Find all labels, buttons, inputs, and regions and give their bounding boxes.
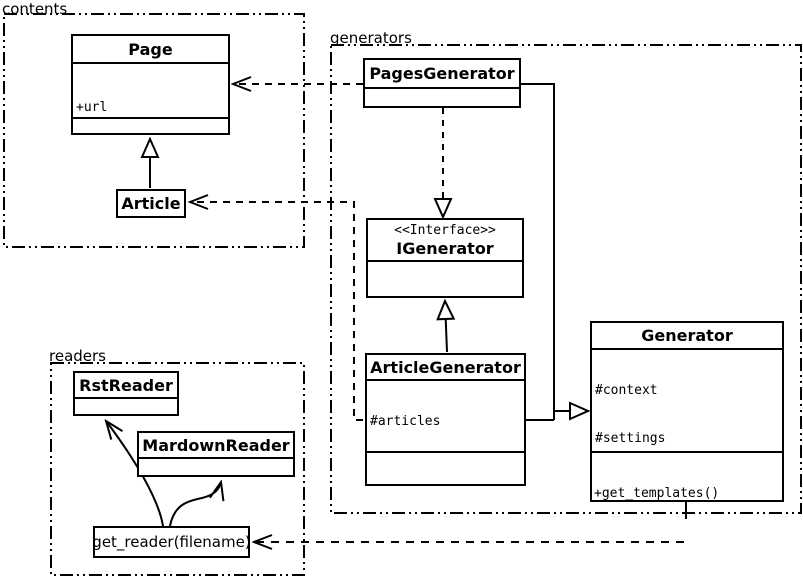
- generator-methods: +get_templates() +get_files(path,exclude…: [592, 453, 782, 500]
- class-title-rstreader: RstReader: [79, 375, 173, 395]
- class-title-articlegenerator: ArticleGenerator: [370, 357, 521, 377]
- edge-get-reader-to-mardownreader: [169, 482, 221, 527]
- class-box-articlegenerator: ArticleGenerator #articles #dates #tags …: [365, 353, 526, 486]
- class-box-mardownreader: MardownReader +read(): [137, 431, 295, 477]
- package-frame-readers: [50, 362, 305, 576]
- class-title-igenerator: IGenerator: [396, 239, 494, 258]
- class-title-page: Page: [128, 39, 173, 59]
- edge-pagesgenerator-extends-generator: [521, 83, 555, 420]
- mardownreader-methods: +read(): [139, 459, 293, 475]
- attribute-line: +url: [76, 100, 108, 115]
- class-box-pagesgenerator: PagesGenerator #pages: [363, 58, 521, 108]
- package-label-contents: contents: [2, 0, 68, 18]
- igenerator-methods: +generate_context() +generate_output(): [368, 262, 522, 296]
- class-title-mardownreader: MardownReader: [142, 435, 290, 455]
- package-frame-contents: [3, 13, 305, 248]
- class-box-generator: Generator #context #settings #path #them…: [590, 321, 784, 502]
- method-line: +get_templates(): [594, 486, 720, 500]
- edge-articlegenerator-uses-article: [190, 202, 363, 421]
- attribute-line: #articles: [370, 414, 441, 429]
- class-title-pagesgenerator: PagesGenerator: [369, 64, 515, 83]
- function-box-get-reader: get_reader(filename): [92, 526, 251, 558]
- class-box-page: Page +url +slug +summary +check_properti…: [71, 34, 230, 135]
- igenerator-stereotype: <<Interface>>: [394, 223, 496, 238]
- page-attributes: +url +slug +summary: [73, 64, 228, 119]
- attribute-line: #settings: [595, 431, 666, 446]
- generator-attributes: #context #settings #path #theme #output_…: [592, 350, 782, 453]
- class-box-igenerator: <<Interface>> IGenerator +generate_conte…: [366, 218, 524, 298]
- articlegenerator-methods: +generate_feeds() +generate_pages(): [367, 453, 524, 484]
- attribute-line: #context: [595, 383, 658, 398]
- class-box-rstreader: RstReader +read(): [73, 371, 179, 416]
- package-frame-generators: [330, 44, 802, 514]
- pagesgenerator-attributes: #pages: [365, 89, 519, 106]
- edge-get-reader-to-rstreader: [106, 421, 164, 527]
- package-label-generators: generators: [330, 29, 412, 47]
- package-label-readers: readers: [49, 347, 106, 365]
- class-box-article: Article: [116, 189, 186, 218]
- get-reader-label: get_reader(filename): [92, 533, 251, 551]
- class-title-article: Article: [121, 194, 181, 213]
- class-title-generator: Generator: [641, 326, 733, 345]
- page-methods: +check_properties(): [73, 119, 228, 133]
- articlegenerator-attributes: #articles #dates #tags #categories: [367, 381, 524, 453]
- rstreader-methods: +read(): [75, 399, 177, 414]
- edge-articlegenerator-implements-igenerator: [445, 301, 447, 353]
